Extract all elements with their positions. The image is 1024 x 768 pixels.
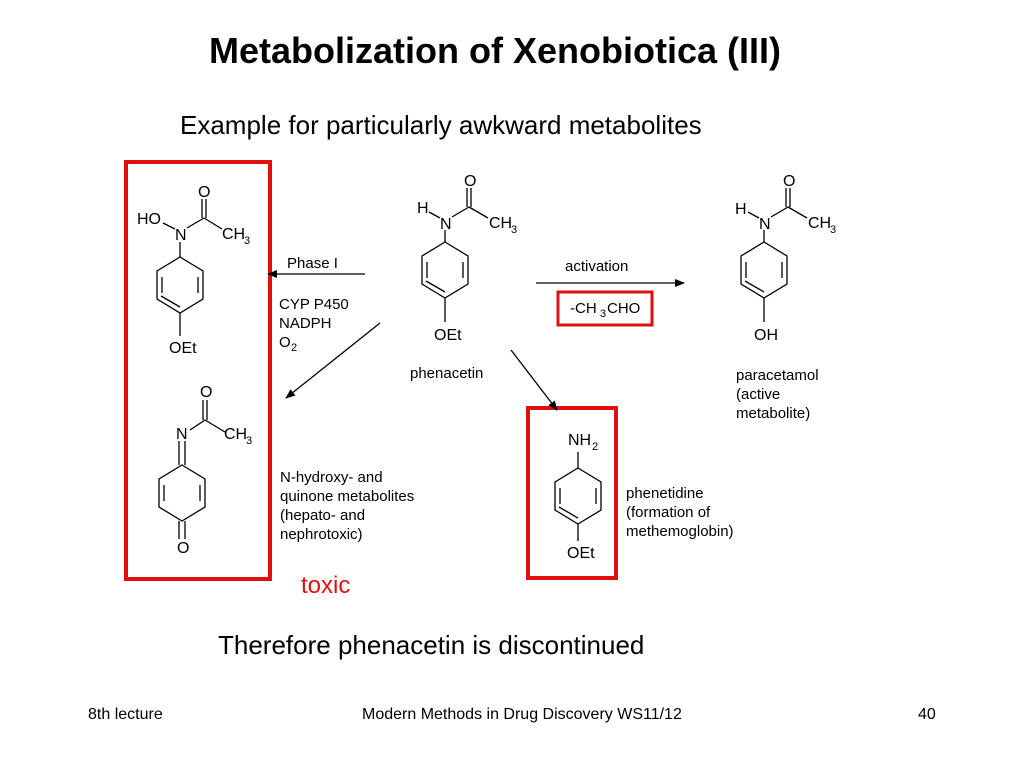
phenetidine-molecule <box>554 452 602 541</box>
n-hydroxy-ho-group: HO <box>137 211 161 228</box>
toxic-label: toxic <box>301 572 351 599</box>
paracetamol-o-atom: O <box>783 173 795 190</box>
cofactor-label: NADPH <box>279 315 332 332</box>
quinone-ch-subscript: 3 <box>246 435 252 447</box>
phenetidine-nh-group: NH <box>568 432 591 449</box>
phenetidine-nh-subscript: 2 <box>592 441 598 453</box>
toxic-metabolites-label-4: nephrotoxic) <box>280 526 363 543</box>
paracetamol-oh-group: OH <box>754 327 778 344</box>
paracetamol-label-1: paracetamol <box>736 367 819 384</box>
toxic-metabolites-label-1: N-hydroxy- and <box>280 469 383 486</box>
paracetamol-h-atom: H <box>735 201 747 218</box>
paracetamol-molecule <box>740 188 808 322</box>
phenacetin-ch-subscript: 3 <box>511 224 517 236</box>
phenacetin-ch-atom: CH <box>489 215 512 232</box>
paracetamol-label-3: metabolite) <box>736 405 810 422</box>
phenetidine-label-2: (formation of <box>626 504 711 521</box>
paracetamol-label-2: (active <box>736 386 780 403</box>
cleaved-group-prefix: -CH <box>570 300 597 317</box>
slide-title: Metabolization of Xenobiotica (III) <box>209 30 781 71</box>
cleaved-group-subscript: 3 <box>600 308 606 320</box>
quinone-arrow <box>285 322 381 399</box>
phenacetin-molecule <box>421 188 489 322</box>
footer-lecture: 8th lecture <box>88 706 163 723</box>
cleaved-group-box <box>556 290 654 327</box>
paracetamol-n-atom: N <box>759 216 771 233</box>
toxic-metabolites-label-2: quinone metabolites <box>280 488 414 505</box>
phenacetin-h-atom: H <box>417 200 429 217</box>
phenacetin-oet-group: OEt <box>434 327 462 344</box>
phenetidine-oet-group: OEt <box>567 545 595 562</box>
phenetidine-label-3: methemoglobin) <box>626 523 734 540</box>
quinone-o-atom-top: O <box>200 384 212 401</box>
footer-course: Modern Methods in Drug Discovery WS11/12 <box>362 706 682 723</box>
paracetamol-ch-atom: CH <box>808 215 831 232</box>
toxic-metabolites-box <box>124 160 272 581</box>
slide-subtitle: Example for particularly awkward metabol… <box>180 110 702 140</box>
phenetidine-box <box>526 406 618 580</box>
oxygen-subscript: 2 <box>291 342 297 354</box>
phenacetin-n-atom: N <box>440 216 452 233</box>
phenacetin-label: phenacetin <box>410 365 483 382</box>
n-hydroxy-metabolite-molecule <box>156 199 223 336</box>
activation-label: activation <box>565 258 628 275</box>
n-hydroxy-o-atom: O <box>198 184 210 201</box>
quinone-o-atom-bottom: O <box>177 540 189 557</box>
n-hydroxy-n-atom: N <box>175 227 187 244</box>
cleaved-group-suffix: CHO <box>607 300 640 317</box>
n-hydroxy-ch-subscript: 3 <box>244 235 250 247</box>
n-hydroxy-ch-atom: CH <box>222 226 245 243</box>
phenacetin-o-atom: O <box>464 173 476 190</box>
conclusion-text: Therefore phenacetin is discontinued <box>218 630 645 660</box>
oxygen-label: O <box>279 334 291 351</box>
toxic-metabolites-label-3: (hepato- and <box>280 507 365 524</box>
phenetidine-arrow <box>510 349 558 411</box>
quinone-n-atom: N <box>176 426 188 443</box>
n-hydroxy-oet-group: OEt <box>169 340 197 357</box>
phase1-label: Phase I <box>287 255 338 272</box>
quinone-ch-atom: CH <box>224 426 247 443</box>
quinone-imine-molecule <box>158 400 226 539</box>
phenetidine-label-1: phenetidine <box>626 485 704 502</box>
paracetamol-ch-subscript: 3 <box>830 224 836 236</box>
footer-page-number: 40 <box>918 706 936 723</box>
enzyme-label: CYP P450 <box>279 296 349 313</box>
